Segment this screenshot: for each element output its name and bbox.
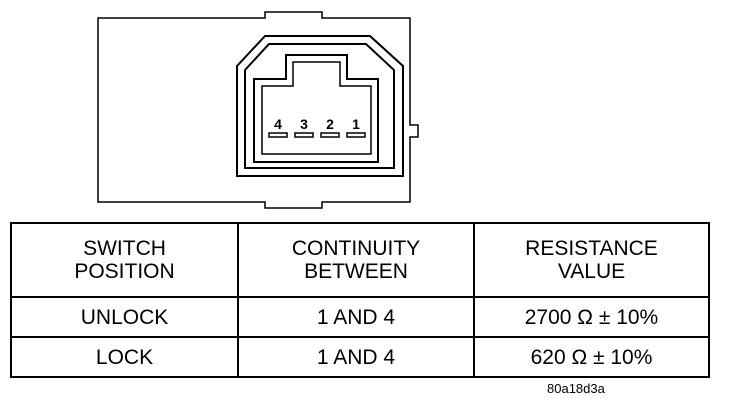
header-resistance-value: RESISTANCE VALUE	[473, 222, 710, 298]
header-line: BETWEEN	[304, 260, 408, 283]
cell-switch-position: LOCK	[10, 336, 239, 378]
connector-diagram: 4 3 2 1	[97, 11, 419, 209]
pin-label-1: 1	[352, 116, 360, 132]
header-continuity-between: CONTINUITY BETWEEN	[237, 222, 475, 298]
table-row: LOCK 1 AND 4 620 Ω ± 10%	[10, 336, 710, 378]
switch-body	[97, 11, 419, 209]
figure-code: 80a18d3a	[547, 381, 605, 396]
header-switch-position: SWITCH POSITION	[10, 222, 239, 298]
pin-label-4: 4	[274, 116, 282, 132]
cell-resistance: 2700 Ω ± 10%	[473, 296, 710, 338]
header-line: POSITION	[74, 260, 175, 283]
cell-switch-position: UNLOCK	[10, 296, 239, 338]
cell-continuity: 1 AND 4	[237, 336, 475, 378]
pin-4-contact	[268, 132, 288, 138]
connector-housing-inner	[244, 43, 395, 169]
connector-housing-outer	[236, 35, 404, 177]
header-line: CONTINUITY	[291, 237, 421, 260]
pin-cavity-inner	[261, 61, 372, 155]
cell-resistance: 620 Ω ± 10%	[473, 336, 710, 378]
pin-label-3: 3	[300, 116, 308, 132]
header-line: RESISTANCE	[525, 237, 658, 260]
pin-cavity	[253, 54, 379, 163]
pin-2-contact	[320, 132, 340, 138]
resistance-spec-table: SWITCH POSITION CONTINUITY BETWEEN RESIS…	[10, 222, 710, 378]
header-line: VALUE	[557, 260, 626, 283]
table-row: UNLOCK 1 AND 4 2700 Ω ± 10%	[10, 296, 710, 338]
cell-continuity: 1 AND 4	[237, 296, 475, 338]
pin-1-contact	[346, 132, 366, 138]
header-line: SWITCH	[83, 237, 166, 260]
pin-label-2: 2	[326, 116, 334, 132]
table-header-row: SWITCH POSITION CONTINUITY BETWEEN RESIS…	[10, 222, 710, 298]
pin-3-contact	[294, 132, 314, 138]
